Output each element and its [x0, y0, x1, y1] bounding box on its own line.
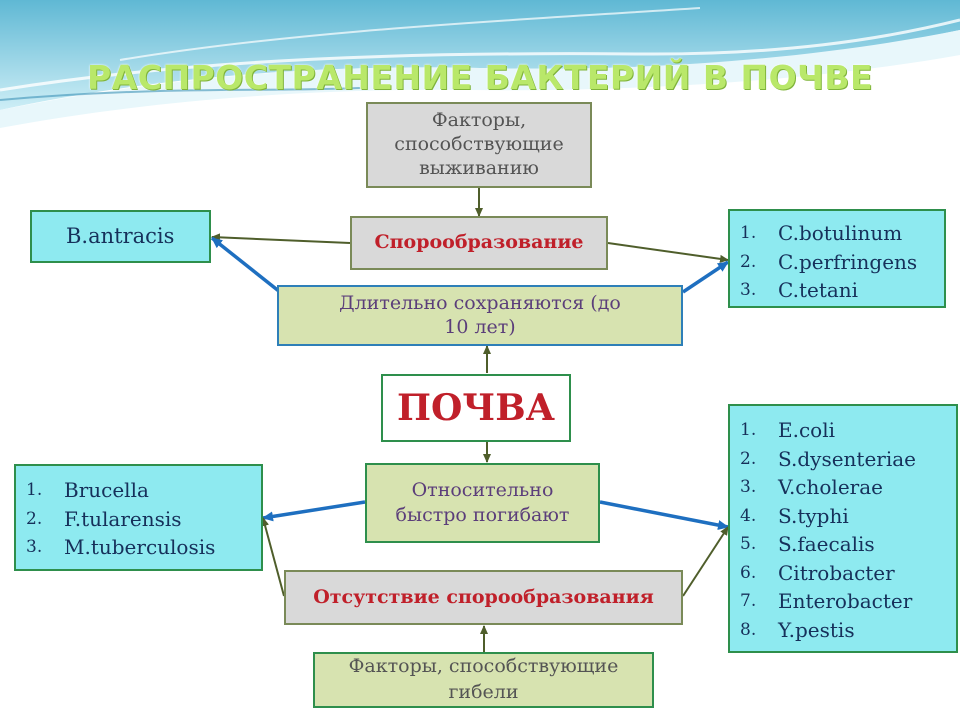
list-name: F.tularensis [64, 506, 182, 531]
list-item: 3. C.tetani [740, 276, 934, 305]
spore-formation-text: Спорообразование [374, 231, 584, 254]
soil-text: ПОЧВА [397, 386, 555, 429]
list-item: 8. Y.pestis [740, 616, 946, 645]
list-number: 3. [26, 537, 43, 557]
list-number: 8. [740, 619, 757, 640]
list-name: S.faecalis [778, 532, 875, 556]
list-name: Enterobacter [778, 589, 913, 613]
list-number: 3. [740, 477, 757, 497]
list-number: 1. [740, 420, 757, 440]
list-name: C.tetani [778, 278, 859, 302]
list-name: M.tuberculosis [64, 535, 216, 559]
list-name: Brucella [64, 478, 149, 502]
no-spore-text: Отсутствие спорообразования [313, 585, 654, 608]
list-name: C.botulinum [778, 221, 903, 245]
list-number: 2. [26, 508, 43, 529]
factors-survival-text: Факторы, способствующие выживанию [394, 109, 564, 179]
quick-die-box: Относительно быстро погибают [365, 463, 600, 543]
slide-title: РАСПРОСТРАНЕНИЕ БАКТЕРИЙ В ПОЧВЕ [87, 58, 873, 97]
list-number: 1. [740, 223, 757, 243]
list-number: 5. [740, 534, 757, 554]
list-item: 3. M.tuberculosis [26, 533, 251, 562]
list-item: 2. S.dysenteriae [740, 445, 946, 474]
list-item: 4. S.typhi [740, 502, 946, 531]
list-name: Citrobacter [778, 560, 895, 585]
list-item: 1. Brucella [26, 476, 251, 505]
list-name: Y.pestis [778, 617, 855, 642]
list-item: 1. E.coli [740, 416, 946, 445]
quick-die-text: Относительно быстро погибают [395, 479, 570, 526]
long-survival-box: Длительно сохраняются (до 10 лет) [277, 285, 683, 346]
list-item: 1. C.botulinum [740, 219, 934, 248]
list-name: V.cholerae [778, 475, 883, 499]
list-name: S.typhi [778, 503, 849, 528]
list-item: 3. V.cholerae [740, 473, 946, 502]
list-item: 2. F.tularensis [26, 505, 251, 534]
factors-death-box: Факторы, способствующие гибели [313, 652, 654, 708]
b-antracis-box: B.antracis [30, 210, 211, 263]
non-spore-right-list: 1. E.coli 2. S.dysenteriae 3. V.cholerae 4.… [728, 404, 958, 653]
list-number: 2. [740, 448, 757, 469]
spore-formation-box: Спорообразование [350, 216, 608, 270]
list-item: 6. Citrobacter [740, 559, 946, 588]
list-item: 7. Enterobacter [740, 587, 946, 616]
list-number: 2. [740, 251, 757, 272]
non-spore-left-list: 1. Brucella 2. F.tularensis 3. M.tuberculos… [14, 464, 263, 571]
list-number: 1. [26, 480, 43, 500]
long-survival-text: Длительно сохраняются (до 10 лет) [339, 291, 621, 338]
list-number: 4. [740, 505, 757, 526]
list-name: E.coli [778, 418, 835, 442]
list-number: 7. [740, 591, 757, 611]
no-spore-box: Отсутствие спорообразования [284, 570, 683, 625]
factors-survival-box: Факторы, способствующие выживанию [366, 102, 592, 188]
clostridia-list: 1. C.botulinum 2. C.perfringens 3. C.tetani [728, 209, 946, 308]
b-antracis-text: B.antracis [66, 224, 175, 249]
list-item: 2. C.perfringens [740, 248, 934, 277]
factors-death-text: Факторы, способствующие гибели [348, 655, 619, 703]
list-item: 5. S.faecalis [740, 530, 946, 559]
list-number: 3. [740, 280, 757, 300]
list-name: S.dysenteriae [778, 446, 917, 471]
soil-box: ПОЧВА [381, 374, 571, 442]
list-number: 6. [740, 562, 757, 583]
list-name: C.perfringens [778, 249, 918, 274]
